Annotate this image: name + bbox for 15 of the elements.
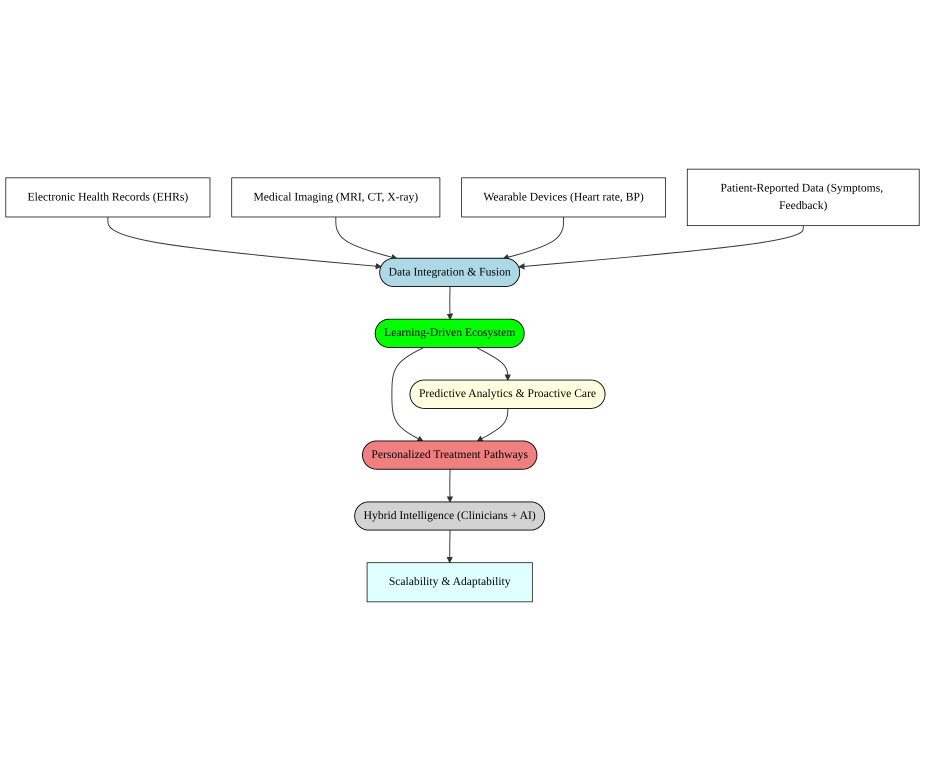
arrow — [502, 216, 564, 260]
arrow — [476, 347, 511, 381]
node-box: Patient-Reported Data (Symptoms, Feedback) — [686, 168, 920, 226]
arrow — [476, 408, 508, 442]
arrow — [446, 530, 453, 563]
arrow — [446, 469, 454, 502]
arrow — [446, 286, 454, 320]
node-box: Wearable Devices (Heart rate, BP) — [461, 177, 666, 218]
node-box: Scalability & Adaptability — [366, 562, 533, 602]
node-box: Electronic Health Records (EHRs) — [5, 177, 210, 218]
arrow — [107, 216, 382, 270]
arrow — [335, 216, 398, 260]
arrow — [391, 347, 424, 442]
node-box: Medical Imaging (MRI, CT, X-ray) — [231, 177, 440, 218]
arrow — [518, 225, 804, 270]
